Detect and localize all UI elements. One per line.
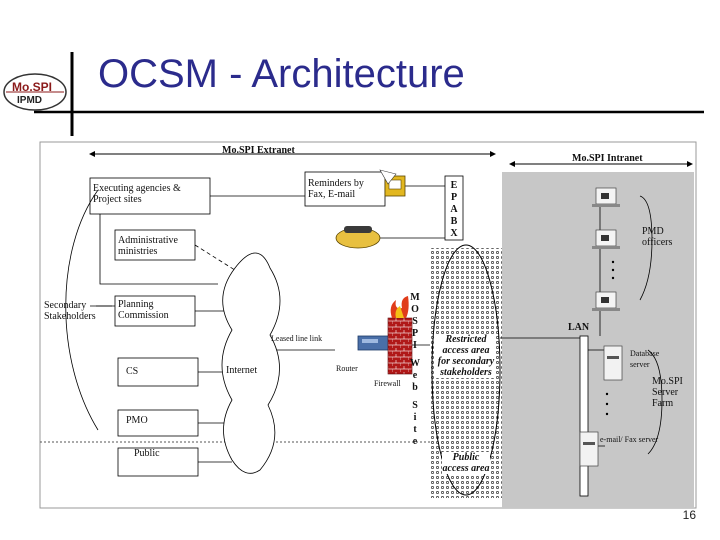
planning-commission-label: Planning Commission [118,299,169,321]
pmd-officers-label: PMD officers [642,226,673,248]
executing-agencies-box [89,177,211,215]
router-label: Router [336,364,358,373]
administrative-label: Administrative ministries [118,235,178,257]
logo-text-top: Mo.SPI [12,80,53,94]
administrative-box [114,229,196,261]
internet-label: Internet [226,365,258,376]
logo-text-bottom: IPMD [17,95,42,106]
public-box [117,447,199,477]
lan-bar [579,335,589,497]
cs-label: CS [126,366,139,377]
database-server-label: Database server [630,349,660,369]
firewall-label: Firewall [374,379,401,388]
internet-cloud [221,252,281,474]
public-label: Public [134,448,160,459]
cs-box [117,357,199,387]
pmd-pc-2 [592,229,620,249]
email-fax-server-device [579,431,599,467]
database-server-device [603,345,623,381]
reminders-box [304,171,386,207]
lan-label: LAN [568,322,590,333]
epabx-box [444,175,464,241]
title-bracket [34,52,704,136]
slide-title: OCSM - Architecture [98,52,465,96]
server-farm-label: Mo.SPI Server Farm [652,376,683,409]
pmd-pc-3 [592,291,620,311]
telephone [335,226,381,249]
public-access-label: Public access area [442,452,490,474]
mospi-logo [3,73,67,111]
pmd-pc-1 [592,187,620,207]
reminders-label: Reminders by Fax, E-mail [308,178,364,200]
restricted-ellipse [431,244,501,496]
fax-machine [379,169,406,197]
extranet-label: Mo.SPI Extranet [222,145,295,156]
page-number: 16 [682,508,696,522]
executing-agencies-label: Executing agencies & Project sites [93,183,181,205]
pmo-box [117,409,199,437]
restricted-area-label: Restricted access area for secondary sta… [436,334,496,378]
intranet-label: Mo.SPI Intranet [572,153,643,164]
firewall-wall [387,317,413,375]
planning-box [114,295,196,327]
secondary-stakeholders-label: Secondary Stakeholders [44,300,96,322]
leased-line-label: Leased line link [271,334,323,343]
pmo-label: PMO [126,415,148,426]
email-fax-server-label: e-mail/ Fax server [600,435,659,444]
